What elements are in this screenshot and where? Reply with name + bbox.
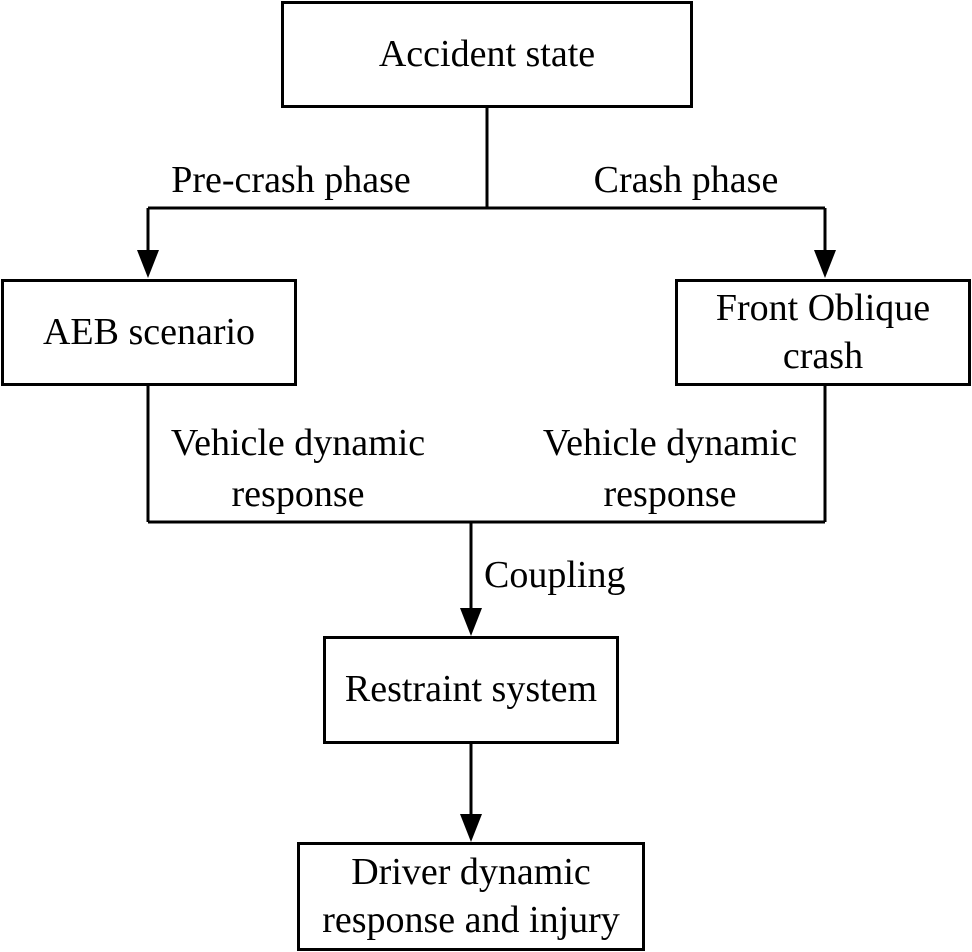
arrowhead-driver: [460, 814, 482, 842]
edge-label-coupling: Coupling: [484, 550, 640, 601]
edge-label-pre-crash-text: Pre-crash phase: [171, 159, 411, 201]
arrowhead-restraint: [460, 608, 482, 636]
node-front-oblique-crash: Front Oblique crash: [675, 279, 971, 386]
node-driver-response: Driver dynamic response and injury: [297, 842, 645, 951]
edge-label-crash-phase-text: Crash phase: [593, 159, 779, 201]
node-front-oblique-label-2: crash: [782, 334, 864, 377]
edge-label-crash-phase: Crash phase: [575, 155, 797, 206]
arrowhead-right: [814, 250, 836, 278]
arrowhead-left: [137, 250, 159, 278]
node-restraint-system-label: Restraint system: [344, 668, 598, 711]
edge-label-coupling-text: Coupling: [484, 554, 626, 596]
node-driver-label-1: Driver dynamic: [351, 850, 591, 893]
node-aeb-scenario: AEB scenario: [1, 279, 297, 386]
edge-label-vdr-left-2: response: [231, 473, 365, 516]
node-front-oblique-label-1: Front Oblique: [715, 286, 931, 329]
edge-label-vdr-right-1: Vehicle dynamic: [542, 422, 798, 464]
edge-label-vdr-right: Vehicle dynamic response: [520, 418, 820, 521]
node-accident-state: Accident state: [281, 1, 693, 108]
edge-label-vdr-left-1: Vehicle dynamic: [170, 422, 426, 464]
edge-label-vdr-right-2: response: [603, 473, 737, 516]
node-aeb-scenario-label: AEB scenario: [42, 310, 256, 353]
edge-label-pre-crash: Pre-crash phase: [150, 155, 432, 206]
edge-label-vdr-left: Vehicle dynamic response: [148, 418, 448, 521]
node-driver-label-2: response and injury: [322, 898, 620, 941]
node-accident-state-label: Accident state: [378, 32, 596, 75]
node-restraint-system: Restraint system: [323, 636, 619, 744]
